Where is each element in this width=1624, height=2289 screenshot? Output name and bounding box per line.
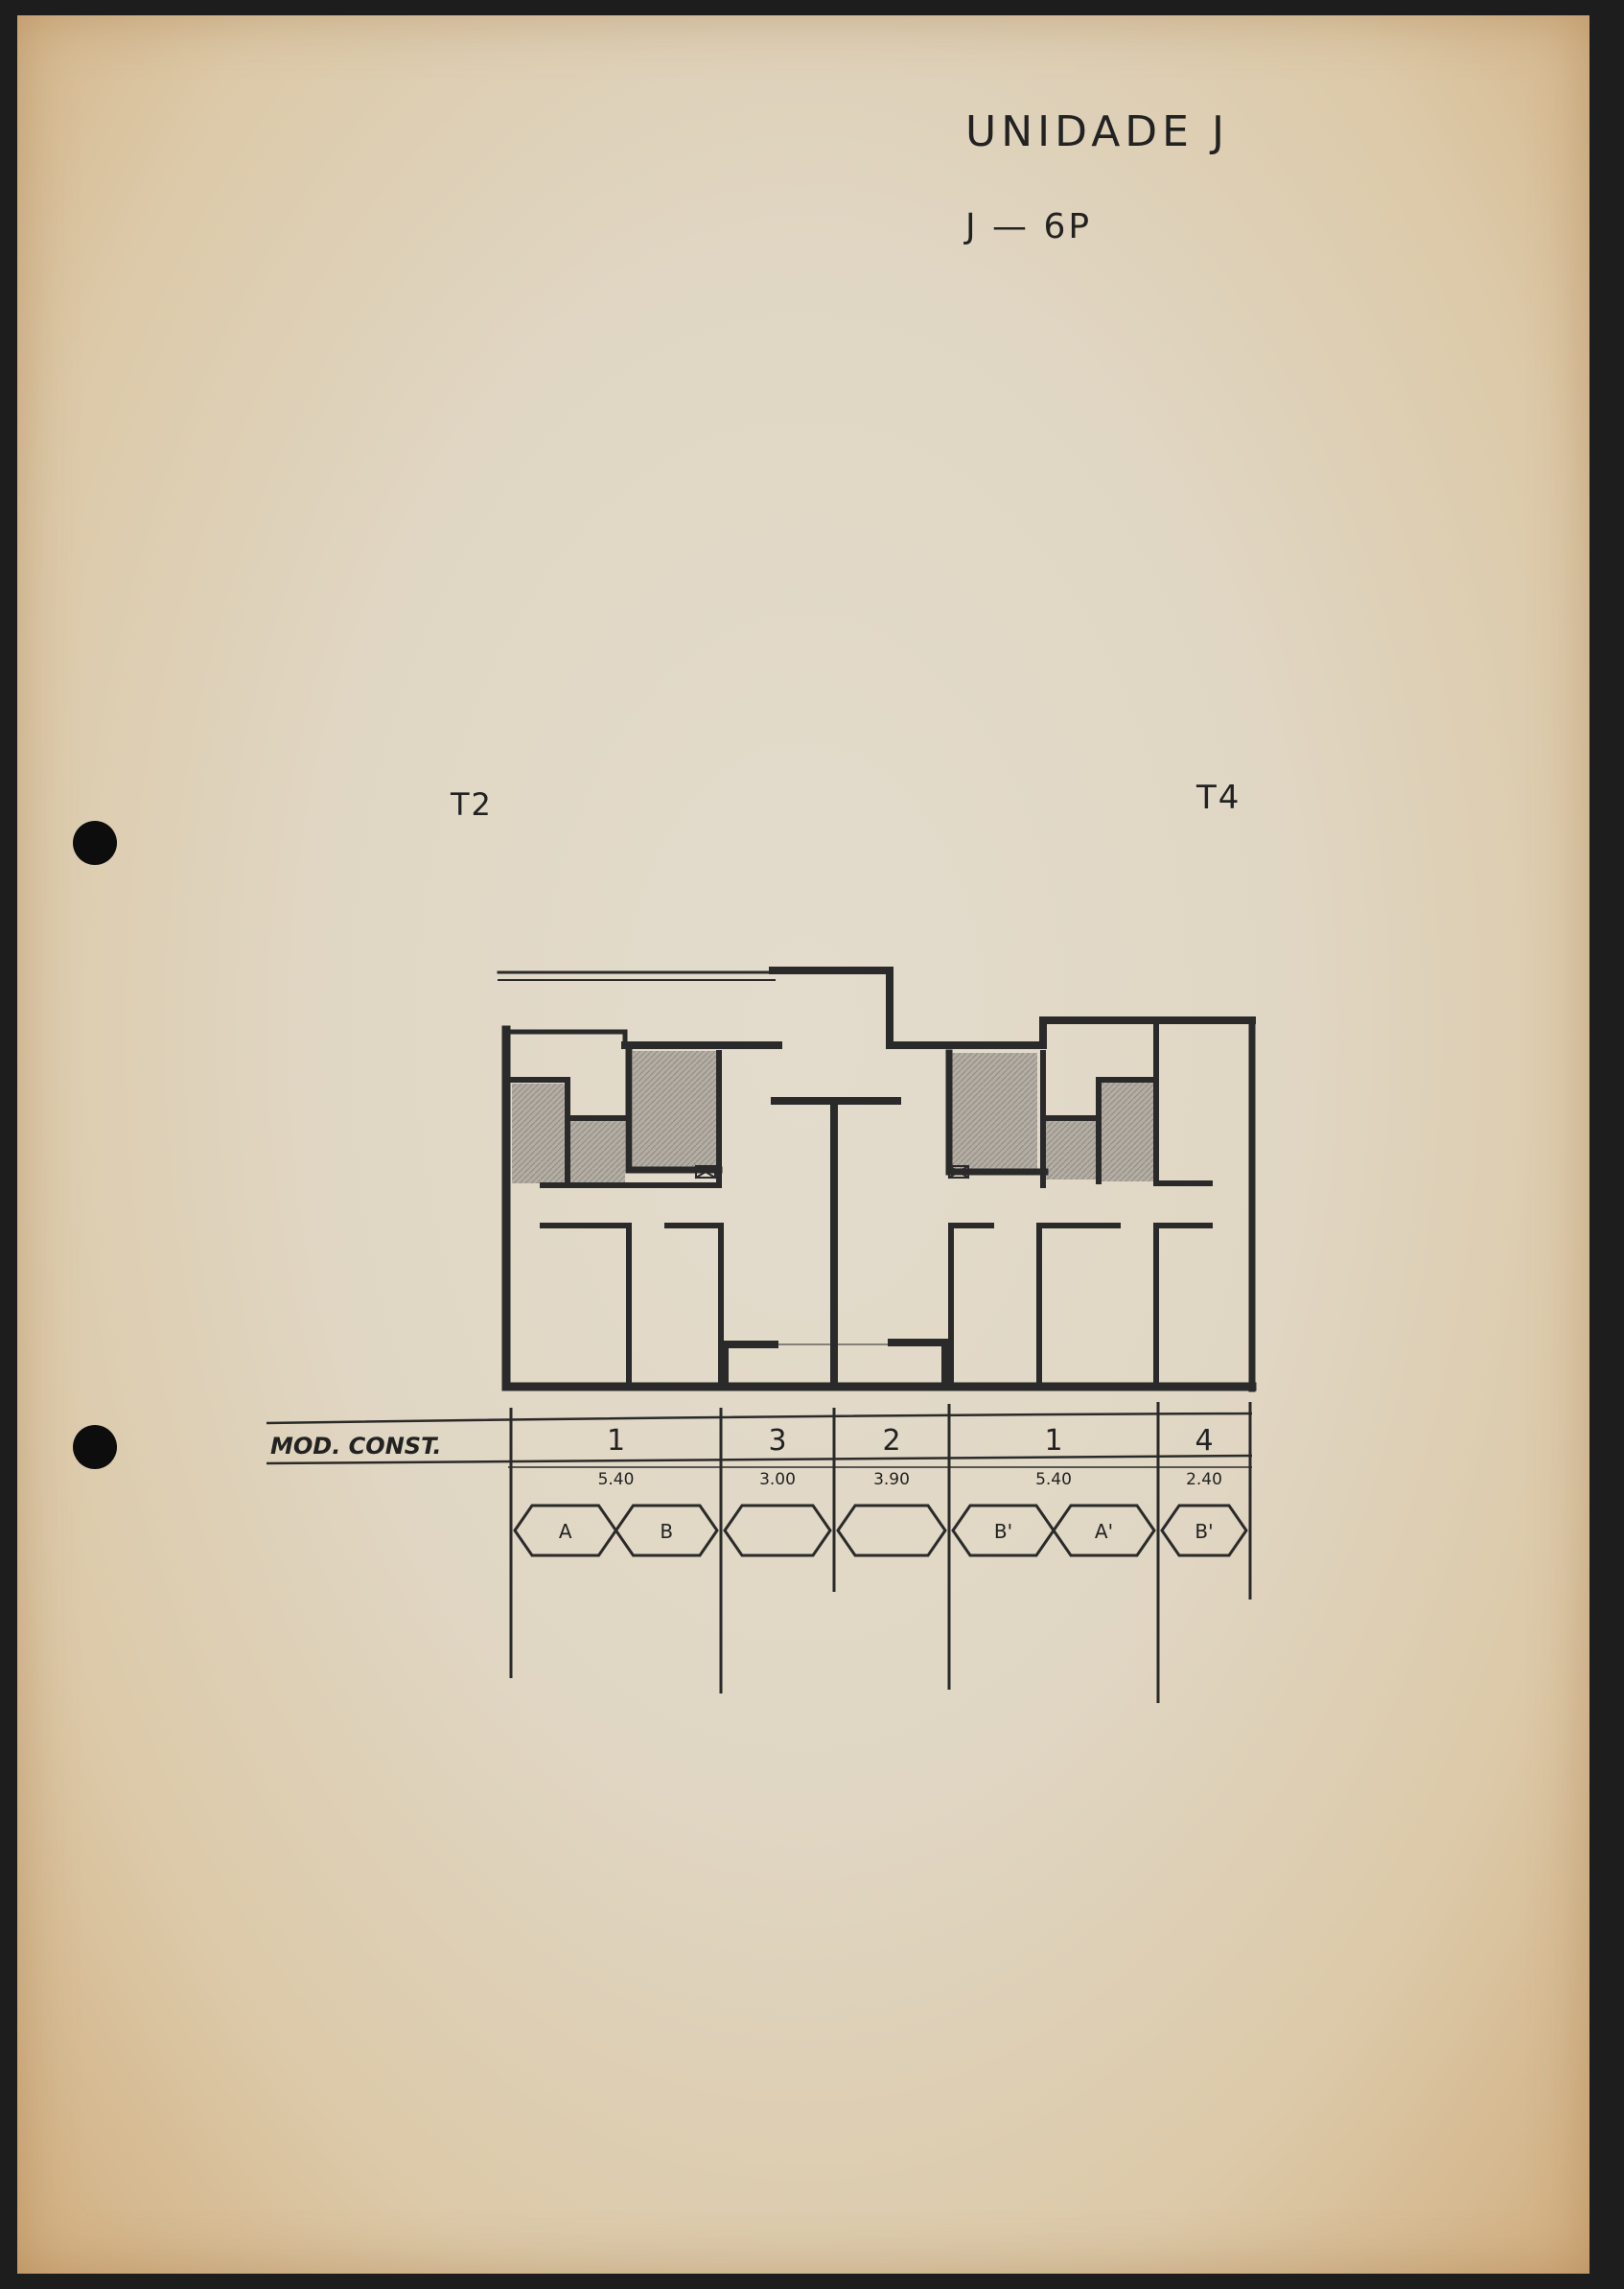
shaded-area [1045, 1120, 1099, 1180]
module-hexagon [723, 1504, 832, 1557]
module-number: 4 [1195, 1424, 1213, 1458]
page-title: UNIDADE J [965, 107, 1229, 156]
paper-sheet [17, 15, 1589, 2274]
module-hexagon [614, 1504, 719, 1557]
type-label-right: T4 [1196, 779, 1241, 817]
module-number: 1 [607, 1424, 625, 1458]
shaded-area [568, 1120, 625, 1183]
module-dimension: 3.90 [873, 1470, 910, 1489]
binder-hole-top [73, 821, 117, 865]
shaded-area [1099, 1082, 1154, 1181]
hexagon-label: B' [1195, 1520, 1213, 1543]
dimension-rail [266, 1402, 1253, 1703]
module-hexagons [513, 1504, 1248, 1557]
module-hexagon [836, 1504, 947, 1557]
hexagon-label: A [559, 1520, 572, 1543]
module-dimension: 5.40 [1035, 1470, 1072, 1489]
module-number: 3 [768, 1424, 786, 1458]
page-subtitle: J — 6P [965, 207, 1093, 246]
module-hexagon [1160, 1504, 1248, 1557]
module-number: 1 [1044, 1424, 1062, 1458]
module-dimension: 3.00 [759, 1470, 796, 1489]
binder-hole-bottom [73, 1425, 117, 1469]
shaded-area [633, 1051, 717, 1170]
module-hexagon [1052, 1504, 1156, 1557]
plan-walls [497, 967, 1257, 1392]
hexagon-label: B' [994, 1520, 1012, 1543]
shaded-areas [512, 1051, 1154, 1183]
hexagon-label: B [660, 1520, 673, 1543]
module-dimension: 5.40 [598, 1470, 635, 1489]
row-label: MOD. CONST. [270, 1433, 441, 1460]
hexagon-label: A' [1095, 1520, 1113, 1543]
type-label-left: T2 [451, 786, 493, 823]
shaded-area [951, 1053, 1037, 1172]
module-text: 1 5.40A B 3 3.00 2 3.90 1 5.40B' A' 4 2.40B' [559, 1424, 1222, 1543]
module-number: 2 [882, 1424, 900, 1458]
module-dimension: 2.40 [1186, 1470, 1222, 1489]
shaded-area [512, 1084, 568, 1183]
